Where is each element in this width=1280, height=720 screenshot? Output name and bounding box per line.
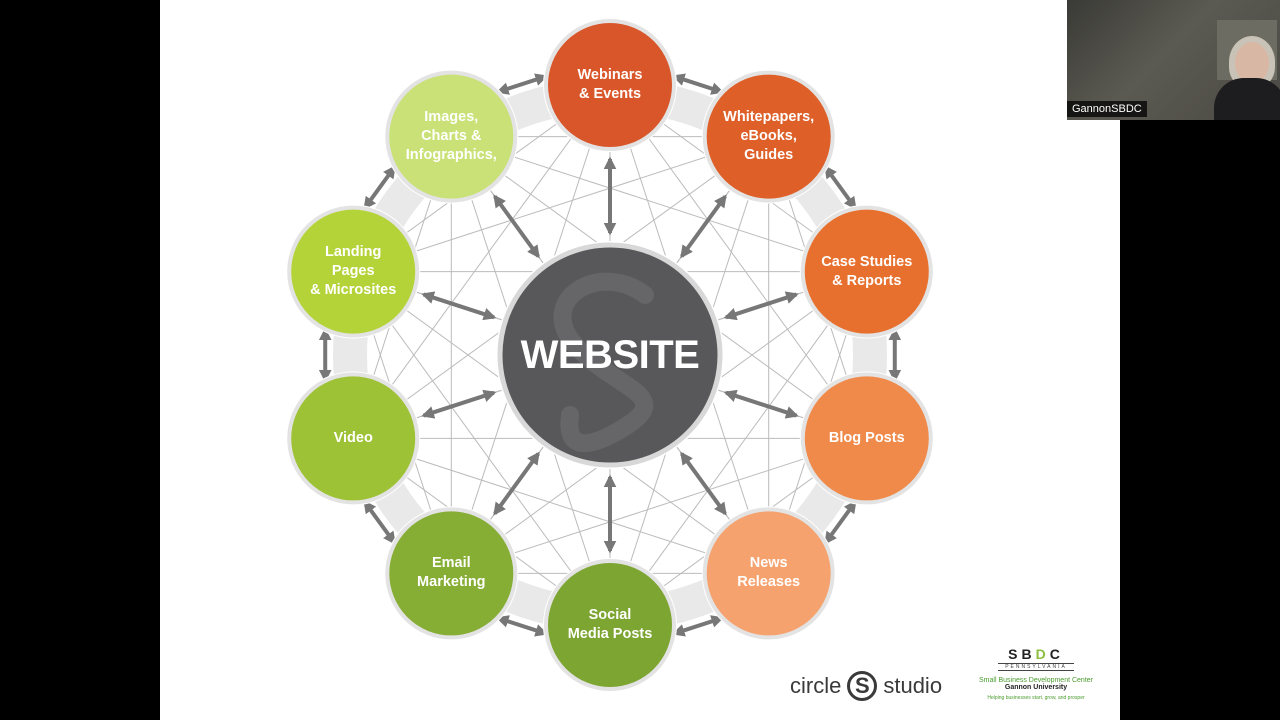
- arrow-node-node: [671, 73, 725, 95]
- node-circle-blog-posts: [800, 372, 933, 505]
- center-website-label: WEBSITE: [520, 332, 700, 377]
- brand-text-right: studio: [883, 673, 943, 698]
- arrow-center-node: [421, 389, 497, 419]
- sbdc-line1: Small Business Development Center: [979, 677, 1093, 684]
- node-circle-webinars: [544, 19, 676, 151]
- center-s-watermark-icon: [553, 272, 654, 453]
- node-label-email-marketing: Email Marketing: [417, 555, 486, 591]
- sbdc-line2: Gannon University: [1004, 684, 1068, 691]
- arrow-center-node: [680, 451, 727, 516]
- node-circle-video: [287, 372, 420, 505]
- arrow-center-node: [723, 389, 799, 419]
- content-web-diagram: [286, 18, 934, 692]
- right-letterbox: [1120, 0, 1280, 720]
- node-label-case-studies: Case Studies & Reports: [821, 253, 913, 289]
- web-line: [609, 271, 868, 626]
- web-line: [451, 136, 867, 273]
- node-label-whitepapers: Whitepapers, eBooks, Guides: [723, 109, 815, 164]
- arrow-center-node: [493, 451, 540, 516]
- node-label-social-media: Social Media Posts: [567, 607, 653, 642]
- node-label-news-releases: News Releases: [737, 555, 801, 591]
- node-circle-images-charts: [385, 70, 518, 203]
- participant-video-tile[interactable]: [1067, 0, 1280, 120]
- node-circle-news-releases: [702, 507, 835, 640]
- arrow-node-node: [363, 500, 396, 545]
- brand-text-left: circle: [790, 673, 842, 698]
- participant-body: [1214, 78, 1280, 120]
- sbdc-line3: Helping businesses start, grow, and pros…: [987, 695, 1085, 701]
- web-line: [609, 84, 868, 439]
- brand-s-logo-icon: S: [847, 671, 878, 701]
- arrow-node-node: [824, 500, 857, 545]
- sbdc-logo: SBDC PENNSYLVANIA Small Business Develop…: [978, 646, 1094, 706]
- node-label-images-charts: Images, Charts & Infographics,: [405, 109, 497, 164]
- participant-face: [1235, 42, 1269, 84]
- node-circle-social-media: [544, 559, 676, 691]
- node-label-blog-posts: Blog Posts: [828, 429, 905, 446]
- node-circle-whitepapers: [702, 70, 835, 203]
- arrow-center-node: [723, 291, 799, 321]
- arrow-center-node: [493, 194, 540, 259]
- arrow-center-node: [421, 291, 497, 321]
- node-label-video: Video: [333, 429, 373, 446]
- center-circle: [497, 242, 723, 468]
- arrow-center-node: [680, 194, 727, 259]
- web-line: [352, 271, 611, 626]
- arrow-node-node: [363, 165, 396, 210]
- web-line: [353, 437, 769, 574]
- circle-studio-logo: circle S studio: [790, 668, 942, 704]
- participant-name-label: GannonSBDC: [1067, 101, 1147, 117]
- web-line: [352, 84, 611, 439]
- node-label-landing-pages: Landing Pages & Microsites: [310, 244, 397, 299]
- arrow-node-node: [824, 165, 857, 210]
- node-circle-email-marketing: [385, 507, 518, 640]
- web-line: [451, 437, 867, 574]
- sbdc-state: PENNSYLVANIA: [998, 663, 1074, 671]
- web-line: [353, 136, 769, 273]
- node-label-webinars: Webinars & Events: [577, 67, 643, 102]
- sbdc-letters: SBDC: [1008, 646, 1064, 662]
- node-circle-landing-pages: [287, 205, 420, 338]
- arrow-node-node: [671, 615, 725, 637]
- arrow-node-node: [495, 615, 549, 637]
- arrow-node-node: [495, 73, 549, 95]
- node-circle-case-studies: [800, 205, 933, 338]
